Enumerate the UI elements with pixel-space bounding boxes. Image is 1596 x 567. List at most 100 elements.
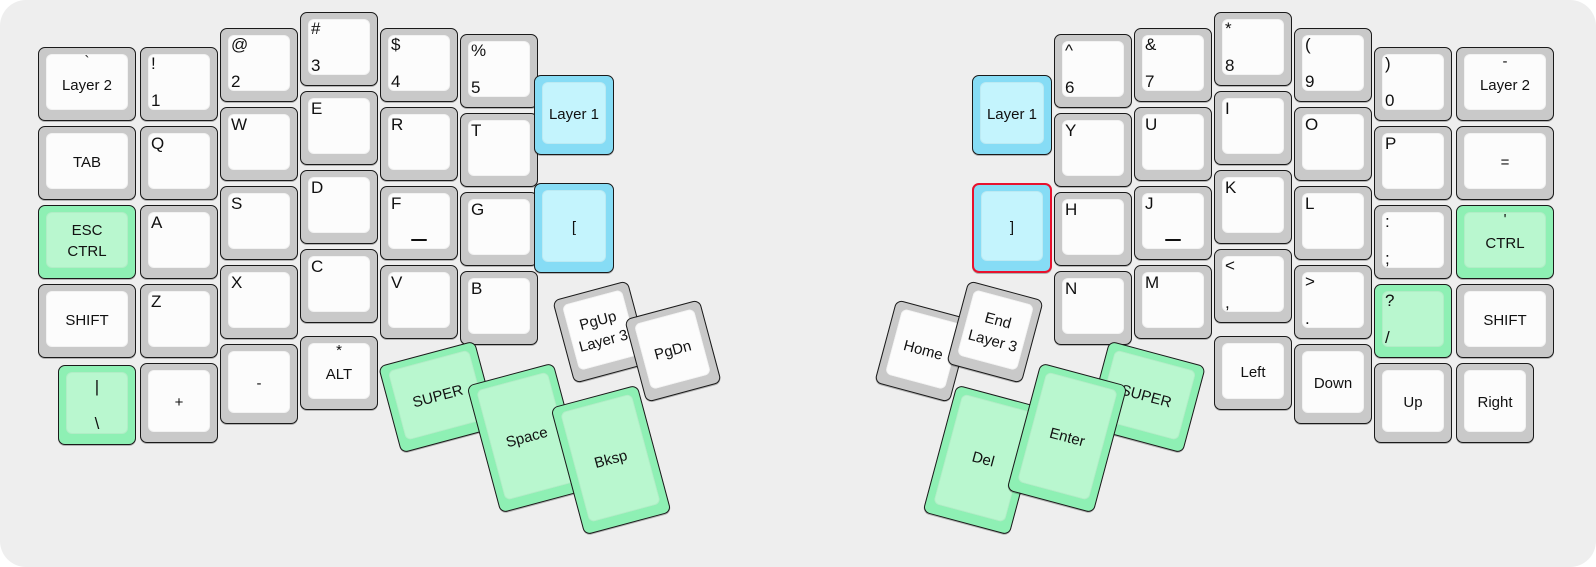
key-r-c0-r2[interactable]: 'CTRL [1456, 205, 1554, 279]
key-r-c1-r1[interactable]: P [1374, 126, 1452, 200]
keycap-surface [228, 193, 290, 249]
key-l-c6-r0[interactable]: Layer 1 [534, 75, 614, 155]
keycap-surface [542, 190, 606, 262]
key-r-c0-r3[interactable]: SHIFT [1456, 284, 1554, 358]
key-legend: Right [1477, 393, 1513, 411]
key-legend: I [1225, 99, 1230, 118]
key-r-c3-r3[interactable]: <, [1214, 249, 1292, 323]
key-legend: *ALT [325, 342, 353, 383]
key-l-c0-r4[interactable]: |\ [58, 365, 136, 445]
keycap-surface [308, 256, 370, 312]
key-l-c2-r0[interactable]: @2 [220, 28, 298, 102]
keycap-surface [542, 82, 606, 144]
key-legend: Q [151, 134, 165, 153]
key-l-c1-r2[interactable]: A [140, 205, 218, 279]
key-legend: :; [1385, 212, 1390, 269]
key-r-c2-r0[interactable]: (9 [1294, 28, 1372, 102]
keycap-surface [1222, 177, 1284, 233]
key-l-c2-r2[interactable]: S [220, 186, 298, 260]
key-r-c3-r4[interactable]: Left [1214, 336, 1292, 410]
key-r-c3-r0[interactable]: *8 [1214, 12, 1292, 86]
keycap-surface [1142, 272, 1204, 328]
key-l-c1-r4[interactable]: + [140, 363, 218, 443]
key-legend: J [1145, 194, 1154, 213]
key-l-c3-r3[interactable]: C [300, 249, 378, 323]
key-l-c0-r0[interactable]: `Layer 2 [38, 47, 136, 121]
key-l-c5-r1[interactable]: T [460, 113, 538, 187]
key-l-c5-r3[interactable]: B [460, 271, 538, 345]
keycap-surface [1062, 199, 1124, 255]
key-l-c5-r0[interactable]: %5 [460, 34, 538, 108]
keycap-surface [46, 212, 128, 268]
keycap-surface [1382, 212, 1444, 268]
keycap-surface [1222, 256, 1284, 312]
key-l-c3-r4[interactable]: *ALT [300, 336, 378, 410]
keycap-surface [981, 191, 1043, 261]
key-r-c0-r0[interactable]: -Layer 2 [1456, 47, 1554, 121]
key-r-c2-r3[interactable]: >. [1294, 265, 1372, 339]
keycap-surface [308, 98, 370, 154]
key-l-c1-r0[interactable]: !1 [140, 47, 218, 121]
key-l-c0-r3[interactable]: SHIFT [38, 284, 136, 358]
key-l-c4-r2[interactable]: F [380, 186, 458, 260]
key-r-c3-r2[interactable]: K [1214, 170, 1292, 244]
keycap-surface [148, 133, 210, 189]
key-l-c2-r1[interactable]: W [220, 107, 298, 181]
keycap-surface [1382, 133, 1444, 189]
key-r-c5-r1[interactable]: Y [1054, 113, 1132, 187]
key-r-c4-r3[interactable]: M [1134, 265, 1212, 339]
key-r-c5-r3[interactable]: N [1054, 271, 1132, 345]
key-r-c4-r2[interactable]: J [1134, 186, 1212, 260]
key-legend: TAB [72, 153, 102, 171]
key-r-c4-r1[interactable]: U [1134, 107, 1212, 181]
keycap-surface [388, 114, 450, 170]
key-legend: B [471, 279, 483, 298]
key-legend: E [311, 99, 323, 118]
key-legend: Z [151, 292, 162, 311]
key-r-c1-r4[interactable]: Up [1374, 363, 1452, 443]
key-r-c2-r1[interactable]: O [1294, 107, 1372, 181]
key-r-c5-r0[interactable]: ^6 [1054, 34, 1132, 108]
key-r-c2-r2[interactable]: L [1294, 186, 1372, 260]
key-l-c4-r3[interactable]: V [380, 265, 458, 339]
key-legend: &7 [1145, 35, 1157, 92]
key-legend: G [471, 200, 485, 219]
key-l-c6-r1[interactable]: [ [534, 183, 614, 273]
key-l-c0-r1[interactable]: TAB [38, 126, 136, 200]
keycap-surface [1382, 370, 1444, 432]
keycap-surface [46, 291, 128, 347]
key-l-c5-r2[interactable]: G [460, 192, 538, 266]
key-r-c5-r2[interactable]: H [1054, 192, 1132, 266]
keycap-surface [228, 272, 290, 328]
key-l-c2-r4[interactable]: - [220, 344, 298, 424]
keycap-surface [148, 291, 210, 347]
key-r-c1-r0[interactable]: )0 [1374, 47, 1452, 121]
key-legend: *8 [1225, 19, 1235, 76]
key-l-c1-r1[interactable]: Q [140, 126, 218, 200]
key-r-c3-r1[interactable]: I [1214, 91, 1292, 165]
key-l-c2-r3[interactable]: X [220, 265, 298, 339]
keycap-surface [468, 199, 530, 255]
keycap-surface [308, 343, 370, 399]
key-l-c3-r0[interactable]: #3 [300, 12, 378, 86]
key-r-c0-r4[interactable]: Right [1456, 363, 1534, 443]
key-l-c4-r0[interactable]: $4 [380, 28, 458, 102]
key-l-c1-r3[interactable]: Z [140, 284, 218, 358]
key-l-c4-r1[interactable]: R [380, 107, 458, 181]
key-r-c1-r2[interactable]: :; [1374, 205, 1452, 279]
key-l-c3-r2[interactable]: D [300, 170, 378, 244]
key-r-c1-r3[interactable]: ?/ [1374, 284, 1452, 358]
key-legend: #3 [311, 19, 321, 76]
key-r-c4-r0[interactable]: &7 [1134, 28, 1212, 102]
key-l-c3-r1[interactable]: E [300, 91, 378, 165]
key-r-c2-r4[interactable]: Down [1294, 344, 1372, 424]
key-legend: K [1225, 178, 1237, 197]
key-r-c6-r1[interactable]: ] [972, 183, 1052, 273]
key-r-c0-r1[interactable]: = [1456, 126, 1554, 200]
key-legend: V [391, 273, 403, 292]
key-r-c6-r0[interactable]: Layer 1 [972, 75, 1052, 155]
keycap-surface [468, 41, 530, 97]
key-legend: W [231, 115, 248, 134]
